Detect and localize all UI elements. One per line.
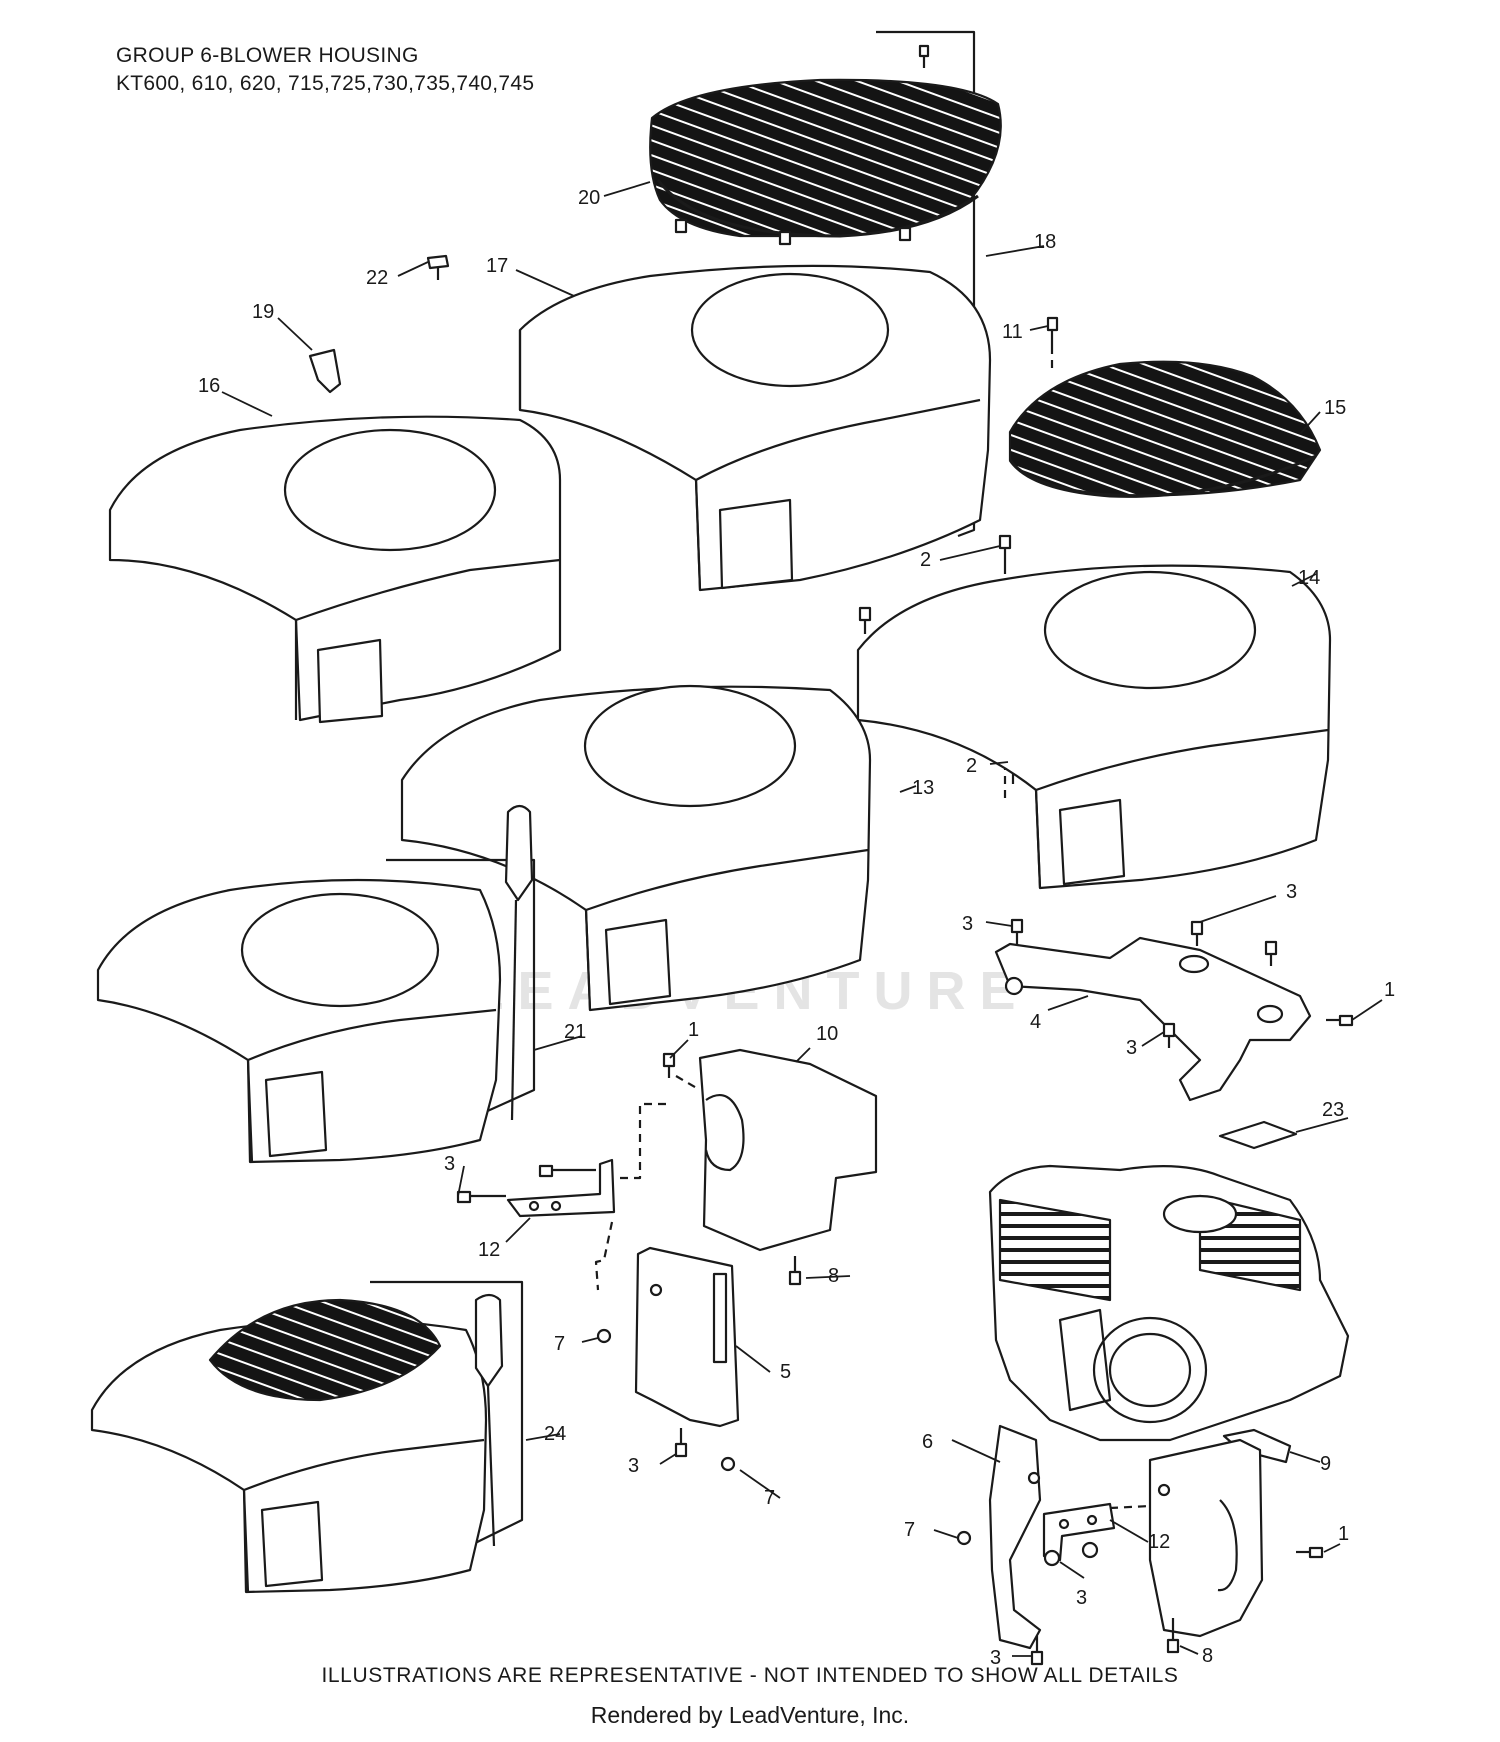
callout-15: 15 (1324, 397, 1346, 419)
dipstick-24 (474, 1293, 504, 1547)
callout-2b: 2 (966, 755, 977, 777)
screw-3c (1190, 920, 1204, 946)
callout-1a: 1 (1384, 979, 1395, 1001)
blower-housing-14 (856, 564, 1332, 890)
screw-3e (1162, 1022, 1176, 1048)
grille-15 (1008, 360, 1322, 498)
screw-1b (662, 1052, 676, 1078)
callout-5: 5 (780, 1361, 791, 1383)
callout-4: 4 (1030, 1011, 1041, 1033)
blower-housing-13 (400, 684, 872, 1012)
callout-14: 14 (1298, 567, 1320, 589)
callout-24: 24 (544, 1423, 566, 1445)
blower-housing-24 (90, 1298, 488, 1594)
bracket-4 (994, 936, 1312, 1102)
callout-21: 21 (564, 1021, 586, 1043)
bracket-12b (1042, 1502, 1116, 1562)
nut-7a (596, 1328, 612, 1344)
callout-3a: 3 (962, 913, 973, 935)
callout-18: 18 (1034, 231, 1056, 253)
screw-3-bottom (1030, 1636, 1044, 1666)
callout-7c: 7 (904, 1519, 915, 1541)
screw-1c (1296, 1546, 1324, 1559)
callout-8b: 8 (1202, 1645, 1213, 1667)
shroud-10 (698, 1048, 878, 1252)
screw-2c (858, 606, 872, 634)
blower-housing-21 (96, 878, 502, 1164)
model-list: KT600, 610, 620, 715,725,730,735,740,745 (116, 72, 535, 95)
callout-16: 16 (198, 375, 220, 397)
callout-11: 11 (1002, 321, 1023, 343)
callout-7b: 7 (764, 1487, 775, 1509)
callout-10: 10 (816, 1023, 838, 1045)
callout-12b: 12 (1148, 1531, 1170, 1553)
rendered-by: Rendered by LeadVenture, Inc. (590, 1702, 910, 1728)
callout-9: 9 (1320, 1453, 1331, 1475)
callout-20: 20 (578, 187, 600, 209)
callout-17: 17 (486, 255, 508, 277)
callout-3g: 3 (990, 1647, 1001, 1669)
screw-3b (1010, 918, 1024, 944)
callout-1c: 1 (1338, 1523, 1349, 1545)
callout-labels: 20 18 17 22 19 11 15 16 2 14 2 13 3 3 1 … (198, 187, 1395, 1669)
screw-2a (998, 534, 1012, 566)
plate-23 (1218, 1120, 1298, 1150)
callout-3e: 3 (628, 1455, 639, 1477)
callout-3b: 3 (1286, 881, 1297, 903)
clip-19 (308, 348, 342, 394)
leader-lines (221, 181, 1383, 1657)
screw-6-7 (956, 1530, 972, 1546)
callout-22: 22 (366, 267, 388, 289)
screw-8b (1166, 1618, 1180, 1654)
shroud-6 (988, 1424, 1042, 1650)
dashed-line (620, 1075, 701, 1180)
group-bracket-18 (876, 30, 976, 538)
callout-2a: 2 (920, 549, 931, 571)
screw-11 (1046, 316, 1059, 346)
blower-housing-16 (108, 415, 562, 724)
group-title: GROUP 6-BLOWER HOUSING (116, 44, 419, 67)
callout-6: 6 (922, 1431, 933, 1453)
push-pin-22 (426, 254, 450, 280)
callout-13: 13 (912, 777, 934, 799)
screw-8a (788, 1256, 802, 1286)
blower-housing-17 (518, 264, 992, 592)
screw-icon (918, 44, 930, 68)
disclaimer: ILLUSTRATIONS ARE REPRESENTATIVE - NOT I… (321, 1664, 1179, 1687)
screw-3h (674, 1428, 688, 1458)
callout-7a: 7 (554, 1333, 565, 1355)
callout-23: 23 (1322, 1099, 1344, 1121)
callout-3d: 3 (444, 1153, 455, 1175)
nut-7b (720, 1456, 736, 1472)
screw-3f (538, 1164, 596, 1178)
engine-block (988, 1164, 1350, 1442)
nuts-3 (1043, 1541, 1099, 1567)
callout-3c: 3 (1126, 1037, 1137, 1059)
screw-3d (1264, 940, 1278, 966)
baffle-5 (634, 1246, 740, 1428)
callout-1b: 1 (688, 1019, 699, 1041)
shroud-right (1148, 1438, 1264, 1638)
screw-1a (1326, 1014, 1354, 1027)
callout-3f: 3 (1076, 1587, 1087, 1609)
callout-19: 19 (252, 301, 274, 323)
screw-3g (456, 1190, 506, 1204)
callout-8a: 8 (828, 1265, 839, 1287)
callout-12a: 12 (478, 1239, 500, 1261)
bracket-12a (506, 1158, 616, 1218)
grille-cover-20 (649, 78, 1002, 246)
dipstick-21 (504, 804, 534, 1121)
